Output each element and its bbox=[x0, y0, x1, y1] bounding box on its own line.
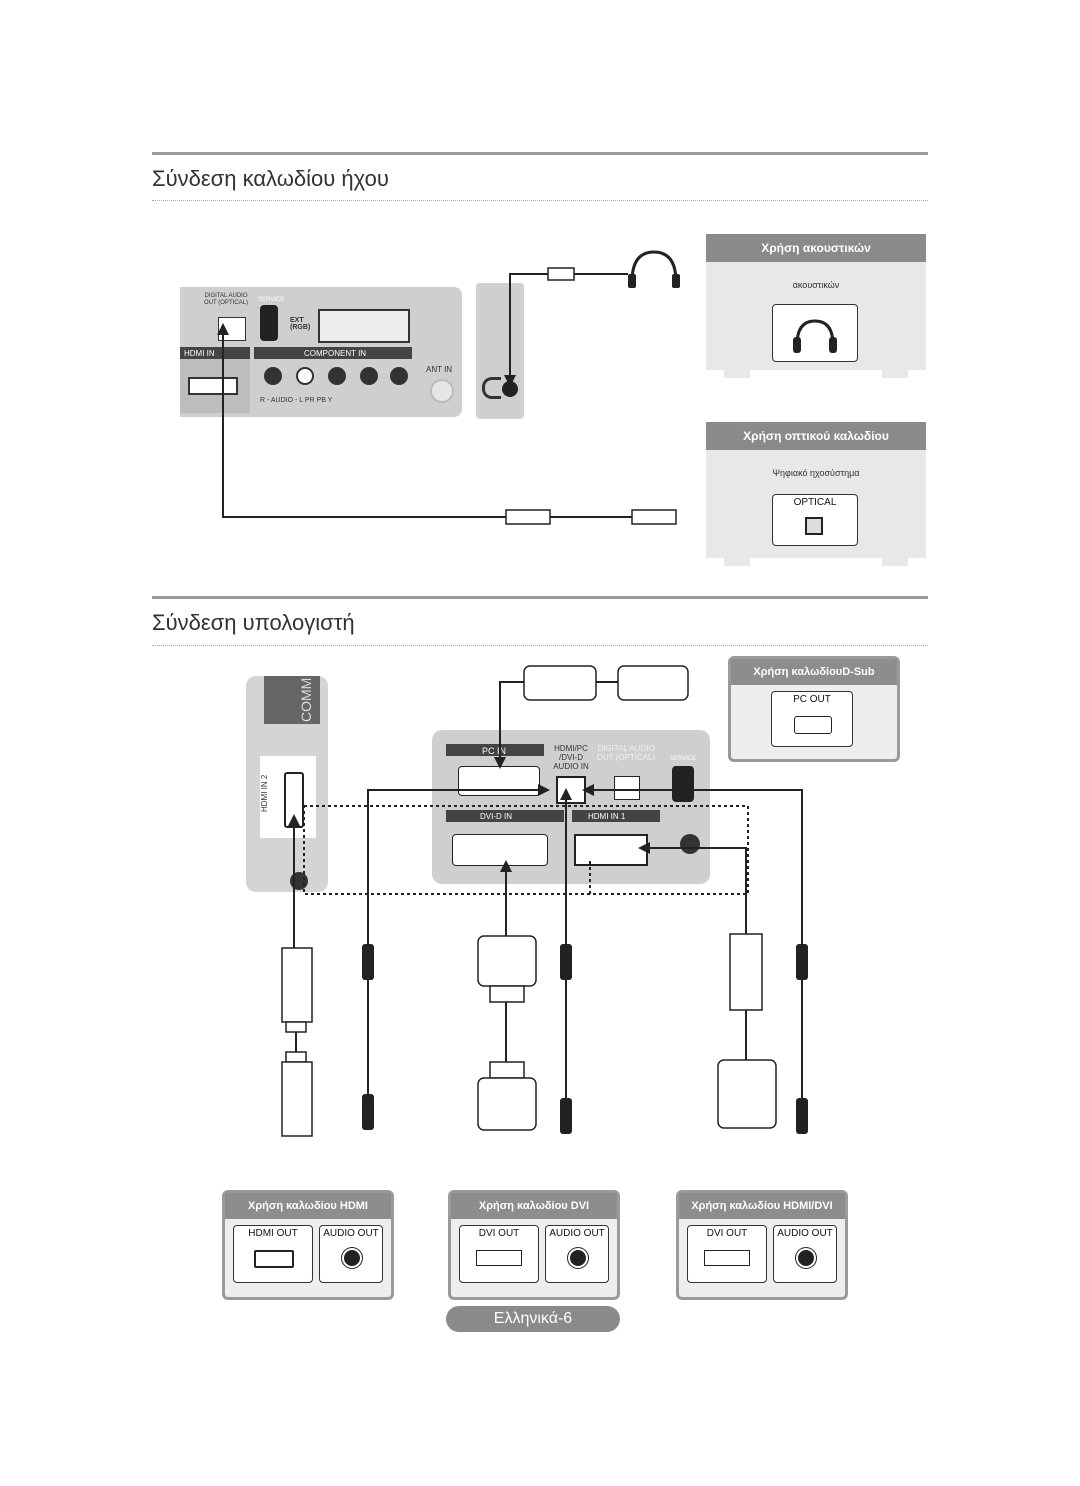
hdmi-in-1-label: HDMI IN 1 bbox=[588, 812, 626, 821]
rca-jack-icon bbox=[390, 367, 408, 385]
service-port-icon bbox=[672, 766, 694, 802]
panel-foot bbox=[724, 558, 750, 566]
optical-panel: Χρήση οπτικού καλωδίου Ψηφιακό ηχοσύστημ… bbox=[706, 422, 926, 558]
audio-out-box: AUDIO OUT bbox=[773, 1225, 837, 1283]
hdmi-in-1-port-icon bbox=[574, 834, 648, 866]
optical-panel-header: Χρήση οπτικού καλωδίου bbox=[706, 422, 926, 450]
pc-cables bbox=[281, 665, 808, 1137]
tv-side-panel bbox=[476, 283, 524, 419]
dvi-out-box: DVI OUT bbox=[459, 1225, 539, 1283]
panel-foot bbox=[882, 558, 908, 566]
rca-jack-icon bbox=[360, 367, 378, 385]
pc-in-label: PC IN bbox=[482, 746, 507, 756]
hdmi-port-icon bbox=[254, 1250, 294, 1268]
service-label-pc: SERVICE bbox=[670, 756, 697, 762]
headphone-symbol-icon bbox=[482, 377, 501, 399]
dvi-out-label: DVI OUT bbox=[478, 1228, 520, 1239]
headphones-caption: ακουστικών bbox=[792, 280, 840, 290]
headphone-jack-icon bbox=[502, 381, 518, 397]
digital-audio-out-label: DIGITAL AUDIO OUT (OPTICAL) bbox=[204, 293, 248, 306]
hdmi-out-box: HDMI OUT bbox=[233, 1225, 313, 1283]
audio-out-label: AUDIO OUT bbox=[549, 1228, 605, 1239]
dotted-divider bbox=[152, 200, 928, 201]
dotted-divider bbox=[152, 645, 928, 646]
audio-section-title: Σύνδεση καλωδίου ήχου bbox=[152, 166, 389, 191]
component-in-label: COMPONENT IN bbox=[304, 349, 367, 358]
dvi-out-label: DVI OUT bbox=[706, 1228, 748, 1239]
headphones-icon bbox=[793, 319, 837, 353]
hdmi-pc-audio-in-label: HDMI/PC /DVI-D AUDIO IN bbox=[553, 744, 589, 771]
service-port-icon bbox=[260, 305, 278, 341]
headphones-panel-header: Χρήση ακουστικών bbox=[706, 234, 926, 262]
hdmi-dvi-cable-card: Χρήση καλωδίου HDMI/DVI DVI OUT AUDIO OU… bbox=[676, 1190, 848, 1300]
audio-jack-icon bbox=[344, 1250, 360, 1266]
rca-jack-icon bbox=[328, 367, 346, 385]
dvi-out-box: DVI OUT bbox=[687, 1225, 767, 1283]
panel-foot bbox=[724, 370, 750, 378]
audio-out-label: AUDIO OUT bbox=[777, 1228, 833, 1239]
hdmi-cable-card: Χρήση καλωδίου HDMI HDMI OUT AUDIO OUT bbox=[222, 1190, 394, 1300]
section-rule-top bbox=[152, 152, 928, 155]
card-header: Χρήση καλωδίου HDMI/DVI bbox=[679, 1193, 845, 1219]
page-label: Ελληνικά-6 bbox=[446, 1306, 620, 1332]
dvi-cable-card: Χρήση καλωδίου DVI DVI OUT AUDIO OUT bbox=[448, 1190, 620, 1300]
rca-jack-icon bbox=[264, 367, 282, 385]
headphones-panel: Χρήση ακουστικών ακουστικών bbox=[706, 234, 926, 370]
service-label: SERVICE bbox=[258, 297, 285, 303]
rca-jack-icon bbox=[296, 367, 314, 385]
hdmi-in-label: HDMI IN bbox=[184, 349, 215, 358]
audio-jack-icon bbox=[570, 1250, 586, 1266]
card-header: Χρήση καλωδίου HDMI bbox=[225, 1193, 391, 1219]
dvi-port-icon bbox=[704, 1250, 750, 1266]
pc-out-label: PC OUT bbox=[793, 694, 831, 705]
audio-row-label: R - AUDIO - L PR PB Y bbox=[260, 397, 333, 404]
optical-port-icon bbox=[614, 776, 640, 800]
optical-port-label: OPTICAL bbox=[793, 497, 837, 508]
optical-caption: Ψηφιακό ηχοσύστημα bbox=[772, 468, 860, 478]
dvi-port-icon bbox=[452, 834, 548, 866]
ext-rgb-label: EXT (RGB) bbox=[290, 317, 311, 331]
optical-port-icon bbox=[805, 517, 823, 535]
card-header: Χρήση καλωδίου DVI bbox=[451, 1193, 617, 1219]
dvi-d-in-label: DVI-D IN bbox=[480, 812, 512, 821]
ant-in-label: ANT IN bbox=[426, 365, 453, 374]
headphones-icon-box bbox=[772, 304, 858, 362]
scart-port-icon bbox=[318, 309, 410, 343]
pc-out-port-box: PC OUT bbox=[771, 691, 853, 747]
audio-out-box: AUDIO OUT bbox=[319, 1225, 383, 1283]
optical-port-box: OPTICAL bbox=[772, 494, 858, 546]
pc-section-title: Σύνδεση υπολογιστή bbox=[152, 610, 355, 635]
antenna-port-icon bbox=[430, 379, 454, 403]
audio-out-box: AUDIO OUT bbox=[545, 1225, 609, 1283]
audio-out-label: AUDIO OUT bbox=[323, 1228, 379, 1239]
dsub-card-header: Χρήση καλωδίουD-Sub bbox=[731, 659, 897, 685]
digital-audio-out-label-pc: DIGITAL AUDIO OUT (OPTICAL) bbox=[596, 744, 656, 762]
hdmi-out-label: HDMI OUT bbox=[248, 1228, 298, 1239]
hdmi-port-icon bbox=[188, 377, 238, 395]
section-rule-pc bbox=[152, 596, 928, 599]
dsub-card: Χρήση καλωδίουD-Sub PC OUT bbox=[728, 656, 900, 762]
dvi-port-icon bbox=[476, 1250, 522, 1266]
tv-back-panel-audio: HDMI IN DIGITAL AUDIO OUT (OPTICAL) SERV… bbox=[180, 287, 462, 417]
audio-cables bbox=[217, 250, 680, 525]
audio-jack-icon bbox=[798, 1250, 814, 1266]
dsub-port-icon bbox=[794, 716, 832, 734]
panel-foot bbox=[882, 370, 908, 378]
